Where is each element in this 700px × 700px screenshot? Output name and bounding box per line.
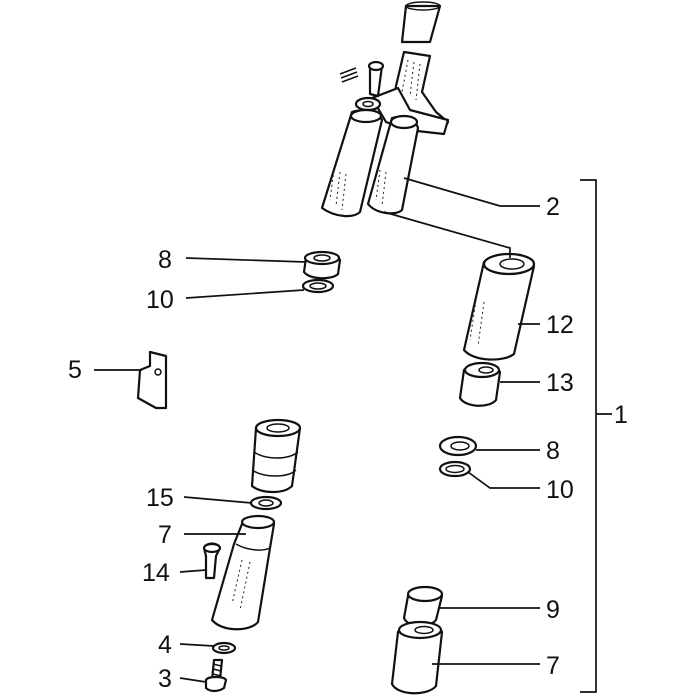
callout-labels: 1 2 3 4 5 7 7 8 8 9 10 10 12 13 14 15 xyxy=(68,193,628,693)
callout-3: 3 xyxy=(158,665,172,693)
fork-assembly-part-2 xyxy=(320,1,450,218)
leader-15 xyxy=(183,496,253,504)
callout-2: 2 xyxy=(546,193,560,221)
leader-3 xyxy=(179,677,207,683)
washer-part-10-left xyxy=(301,278,335,294)
callout-15: 15 xyxy=(146,484,174,512)
washer-part-4 xyxy=(211,641,237,655)
leader-10-left xyxy=(185,289,305,299)
leader-4 xyxy=(179,643,215,647)
washer-part-15 xyxy=(249,495,283,511)
seal-part-8-right xyxy=(438,435,478,457)
callout-1: 1 xyxy=(614,401,628,429)
washer-part-10-right xyxy=(438,460,472,478)
screw-part-3 xyxy=(204,658,228,693)
leader-2 xyxy=(403,177,540,207)
callout-8-left: 8 xyxy=(158,246,172,274)
leader-8-left xyxy=(185,257,307,263)
tube-part-upper-left xyxy=(250,418,302,494)
leader-14 xyxy=(179,569,207,573)
callout-10-right: 10 xyxy=(546,476,574,504)
bracket-part-5 xyxy=(136,350,168,410)
bolt-part-14 xyxy=(202,542,222,580)
callout-7-lower-right: 7 xyxy=(546,652,560,680)
leader-lines xyxy=(94,177,540,683)
callout-14: 14 xyxy=(142,559,170,587)
seal-part-8-left xyxy=(302,250,342,280)
callout-12: 12 xyxy=(546,311,574,339)
tube-part-7-right xyxy=(390,620,444,695)
callout-5: 5 xyxy=(68,356,82,384)
leader-10-right xyxy=(467,471,540,489)
callout-10-left: 10 xyxy=(146,286,174,314)
callout-9: 9 xyxy=(546,596,560,624)
leader-assembly-link xyxy=(383,211,511,258)
callout-7-lower-left: 7 xyxy=(158,521,172,549)
bushing-part-9 xyxy=(402,585,444,627)
tube-part-7-left xyxy=(210,514,276,631)
cylinder-part-12 xyxy=(462,252,536,361)
callout-13: 13 xyxy=(546,369,574,397)
bushing-part-13 xyxy=(458,361,502,407)
assembly-bracket xyxy=(580,179,612,693)
callout-8-right: 8 xyxy=(546,437,560,465)
callout-4: 4 xyxy=(158,631,172,659)
